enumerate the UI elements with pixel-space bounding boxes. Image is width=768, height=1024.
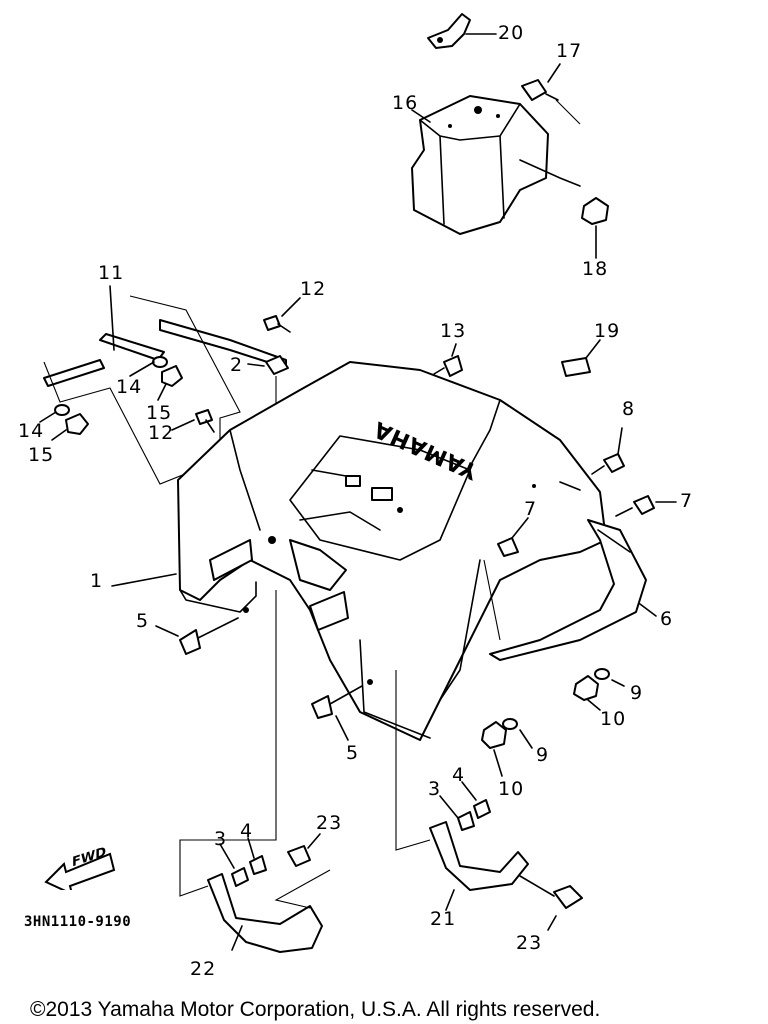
bolts-5 bbox=[155, 617, 363, 741]
callout-18: 18 bbox=[582, 258, 609, 280]
callout-6: 6 bbox=[660, 608, 674, 630]
nuts-9-10 bbox=[481, 668, 625, 777]
callout-11: 11 bbox=[98, 262, 125, 284]
callout-1: 1 bbox=[90, 570, 104, 592]
part-6-flap bbox=[489, 519, 657, 661]
part-21-bracket bbox=[395, 670, 583, 931]
callout-15-outer: 15 bbox=[28, 444, 55, 466]
callout-5-left: 5 bbox=[136, 610, 150, 632]
part-11-brackets bbox=[39, 285, 301, 485]
part-16-cover bbox=[411, 95, 581, 235]
callout-17: 17 bbox=[556, 40, 583, 62]
callout-9-right: 9 bbox=[630, 682, 644, 704]
callout-21: 21 bbox=[430, 908, 457, 930]
callout-13: 13 bbox=[440, 320, 467, 342]
callout-9-mid: 9 bbox=[536, 744, 550, 766]
callout-12-lower: 12 bbox=[148, 422, 175, 444]
callout-16: 16 bbox=[392, 92, 419, 114]
callout-20: 20 bbox=[498, 22, 525, 44]
part-22-bracket bbox=[179, 590, 331, 953]
callout-8: 8 bbox=[622, 398, 636, 420]
callout-12-top: 12 bbox=[300, 278, 327, 300]
callout-22: 22 bbox=[190, 958, 217, 980]
callout-14-inner: 14 bbox=[116, 376, 143, 398]
callout-4-right: 4 bbox=[452, 764, 466, 786]
callout-7-right: 7 bbox=[680, 490, 694, 512]
callout-3-left: 3 bbox=[214, 828, 228, 850]
callout-14-outer: 14 bbox=[18, 420, 45, 442]
catalog-code: 3HN1110-9190 bbox=[24, 914, 132, 930]
callout-4-left: 4 bbox=[240, 820, 254, 842]
part-17-bolt bbox=[521, 63, 581, 125]
part-19-pad bbox=[561, 339, 601, 377]
part-1-rear-fender bbox=[177, 361, 607, 741]
callout-23-bottom: 23 bbox=[516, 932, 543, 954]
callout-7-mid: 7 bbox=[524, 498, 538, 520]
callout-5-mid: 5 bbox=[346, 742, 360, 764]
leader-1 bbox=[111, 573, 177, 587]
copyright-notice: ©2013 Yamaha Motor Corporation, U.S.A. A… bbox=[30, 998, 601, 1021]
callout-3-right: 3 bbox=[428, 778, 442, 800]
callout-15-inner: 15 bbox=[146, 402, 173, 424]
fwd-arrow-icon bbox=[44, 852, 116, 890]
callout-10-right: 10 bbox=[600, 708, 627, 730]
part-18-nut bbox=[581, 197, 609, 259]
callout-2: 2 bbox=[230, 354, 244, 376]
callout-23-top: 23 bbox=[316, 812, 343, 834]
callout-10-mid: 10 bbox=[498, 778, 525, 800]
callout-19: 19 bbox=[594, 320, 621, 342]
bolts-7-8 bbox=[483, 427, 677, 641]
part-20-clip bbox=[427, 13, 497, 49]
leader-1b bbox=[559, 481, 581, 491]
